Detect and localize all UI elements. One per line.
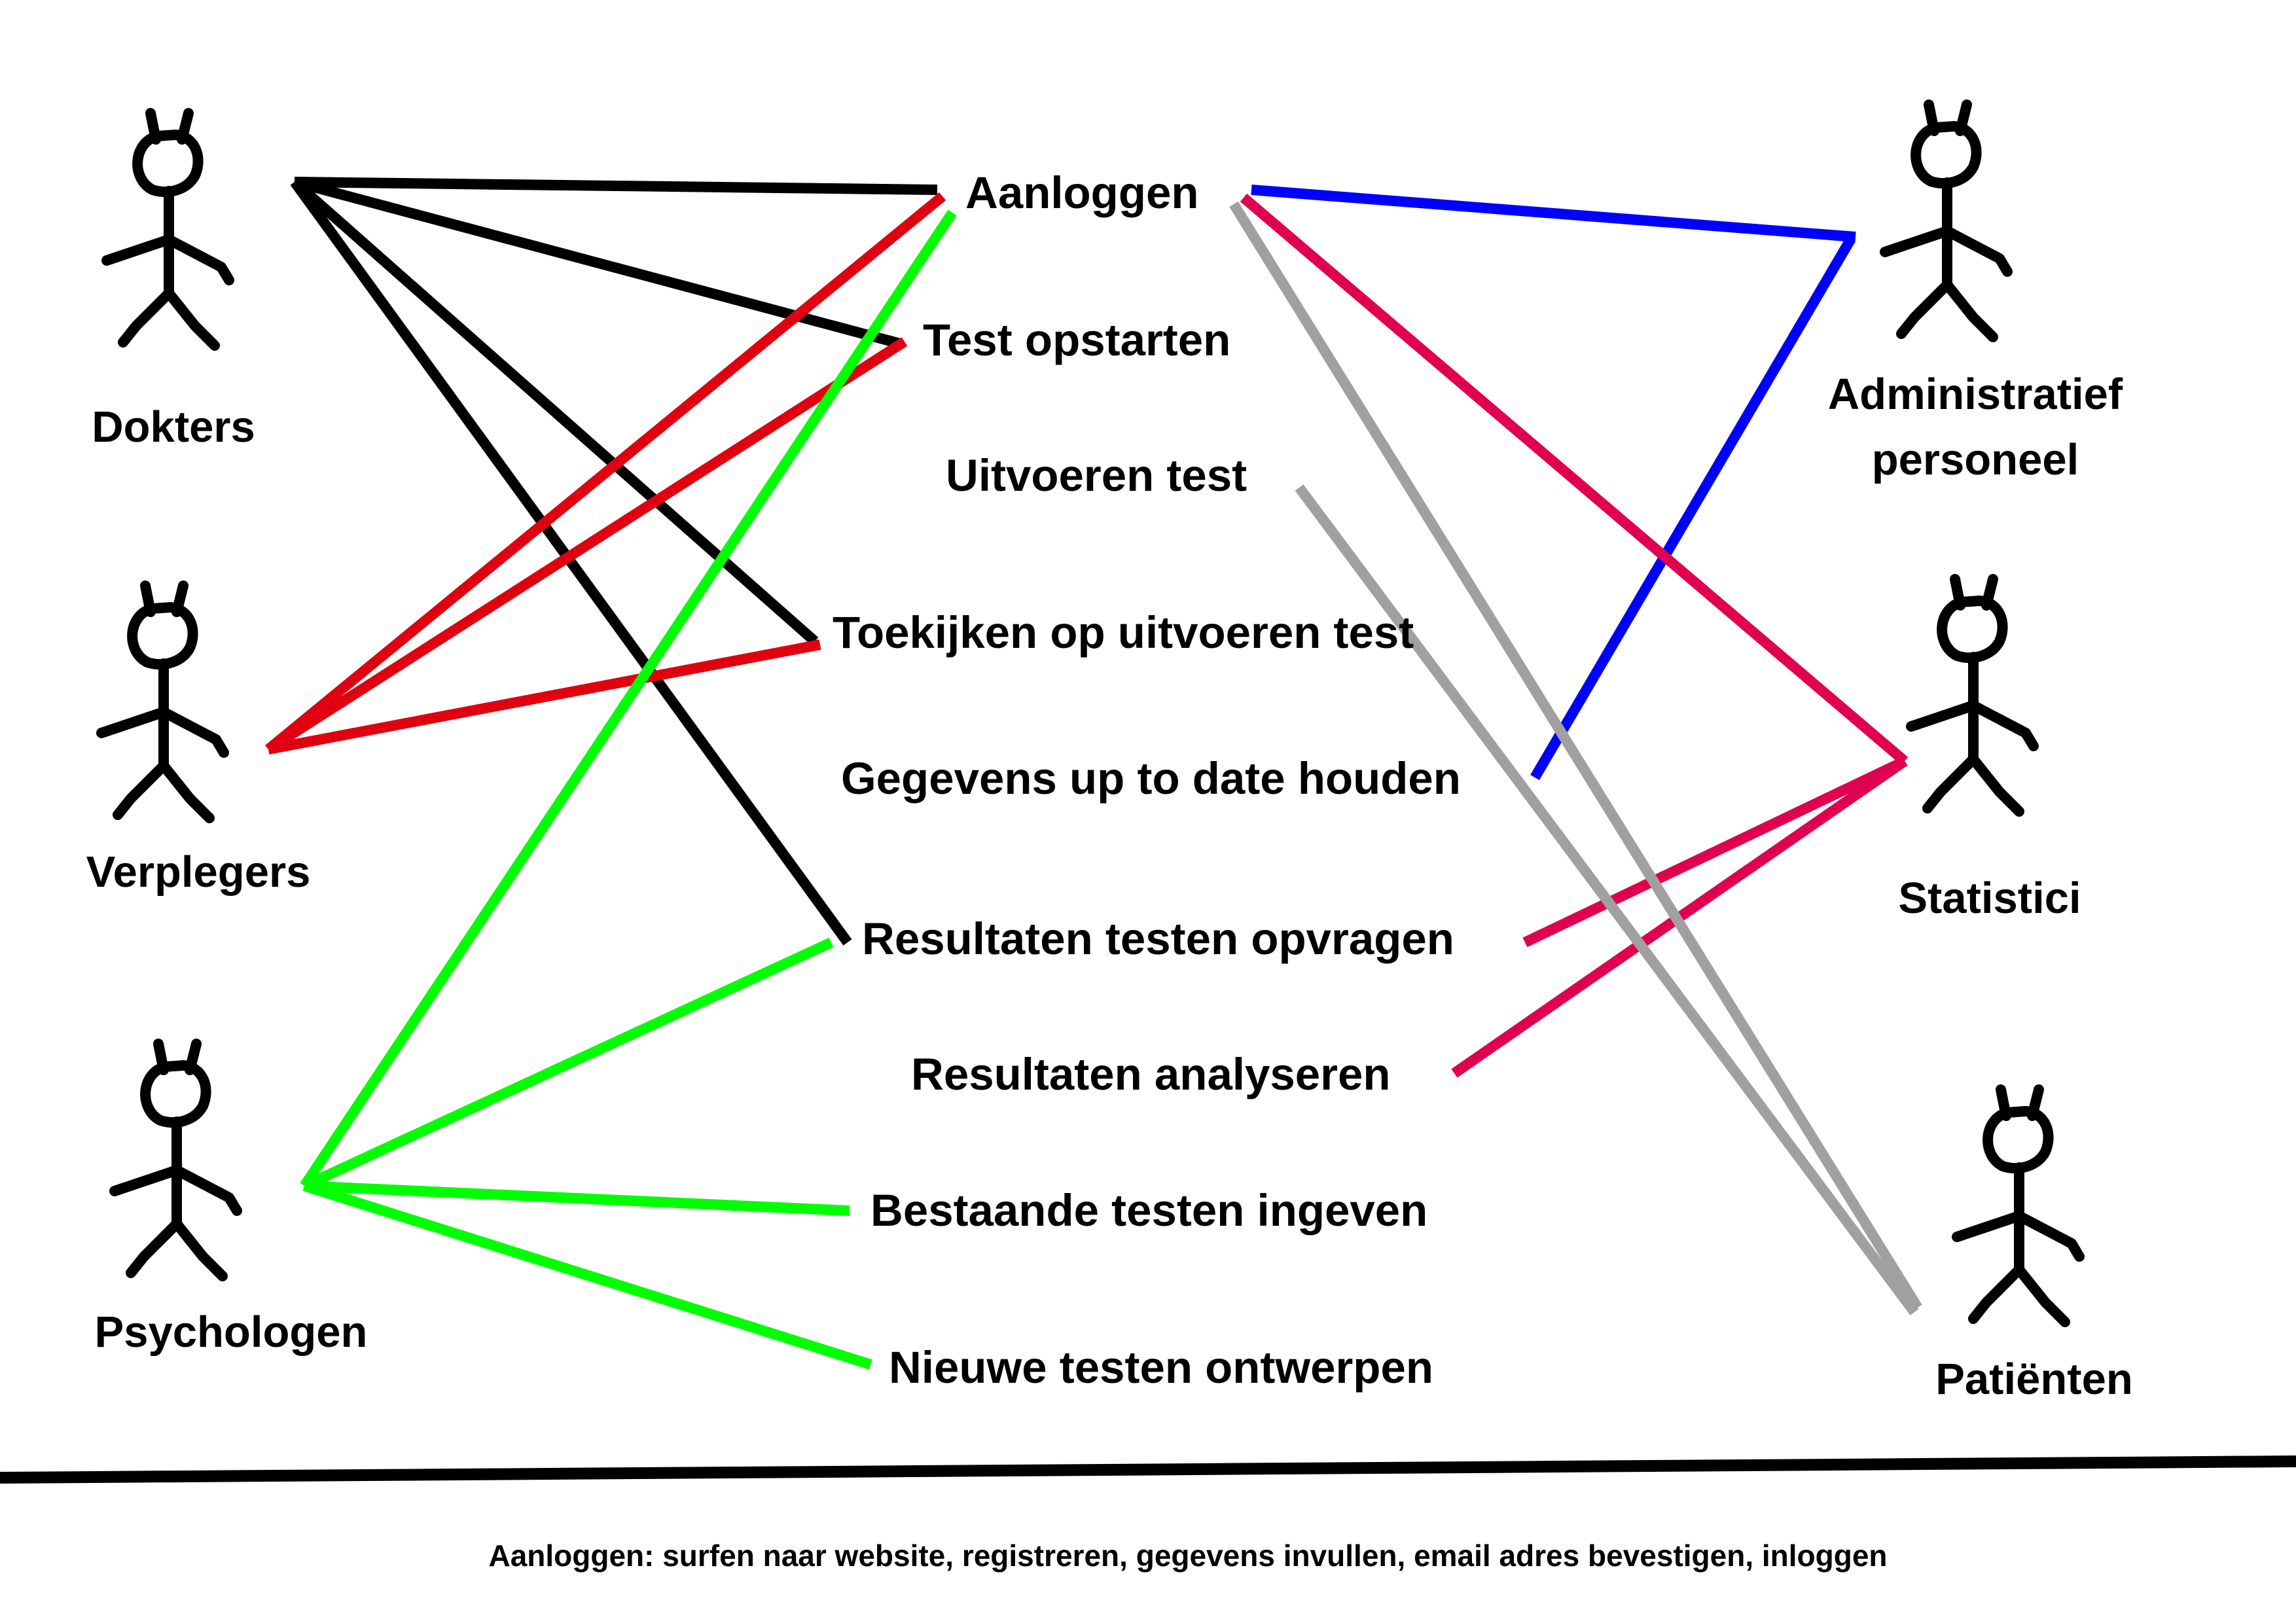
actor-psychologen-figure <box>115 1044 237 1276</box>
association-verplegers-toekijken <box>267 639 821 755</box>
footnote-text: Aanloggen: surfen naar website, registre… <box>488 1539 1887 1573</box>
association-psychologen-bestaande-testen <box>304 1181 850 1216</box>
actor-patienten-figure <box>1957 1090 2079 1322</box>
actor-label-psychologen: Psychologen <box>95 1308 368 1357</box>
association-patienten-aanloggen <box>1229 201 1922 1311</box>
actor-label-administratief-line2: personeel <box>1872 435 2079 484</box>
association-statistici-resultaten-opvragen <box>1522 756 1907 948</box>
use-case-uitvoeren-test: Uitvoeren test <box>946 450 1247 501</box>
association-lines <box>264 177 1922 1370</box>
association-psychologen-resultaten-opvragen <box>302 937 834 1191</box>
association-administratief-gegevens <box>1530 236 1856 781</box>
actor-label-administratief-line1: Administratief <box>1828 370 2123 419</box>
association-psychologen-aanloggen <box>300 209 957 1189</box>
use-case-resultaten-analyseren: Resultaten analyseren <box>911 1049 1391 1099</box>
use-case-aanloggen: Aanloggen <box>965 168 1199 218</box>
association-administratief-aanloggen <box>1251 185 1856 242</box>
association-patienten-uitvoeren-test <box>1295 484 1919 1315</box>
association-dokters-resultaten-opvragen <box>290 179 852 946</box>
use-case-bestaande-testen: Bestaande testen ingeven <box>870 1185 1427 1236</box>
actor-administratief-figure <box>1885 105 2007 337</box>
association-verplegers-aanloggen <box>264 192 946 754</box>
actor-dokters-figure <box>107 113 229 346</box>
actor-label-verplegers: Verplegers <box>86 847 311 897</box>
footer-separator <box>0 1455 2296 1484</box>
association-verplegers-test-opstarten <box>265 337 908 754</box>
use-case-resultaten-opvragen: Resultaten testen opvragen <box>862 914 1454 964</box>
actor-label-statistici: Statistici <box>1898 874 2081 923</box>
actor-verplegers-figure <box>101 586 224 818</box>
use-case-gegevens: Gegevens up to date houden <box>841 753 1461 804</box>
association-statistici-aanloggen <box>1240 193 1909 766</box>
use-case-test-opstarten: Test opstarten <box>923 315 1230 365</box>
actor-label-dokters: Dokters <box>92 402 255 452</box>
use-case-toekijken: Toekijken op uitvoeren test <box>833 607 1414 658</box>
use-case-nieuwe-testen: Nieuwe testen ontwerpen <box>889 1342 1433 1393</box>
actor-label-patienten: Patiënten <box>1935 1355 2133 1404</box>
association-psychologen-nieuwe-testen <box>302 1181 872 1370</box>
actor-statistici-figure <box>1911 579 2034 812</box>
association-dokters-aanloggen <box>294 177 938 195</box>
association-dokters-toekijken <box>291 178 819 645</box>
